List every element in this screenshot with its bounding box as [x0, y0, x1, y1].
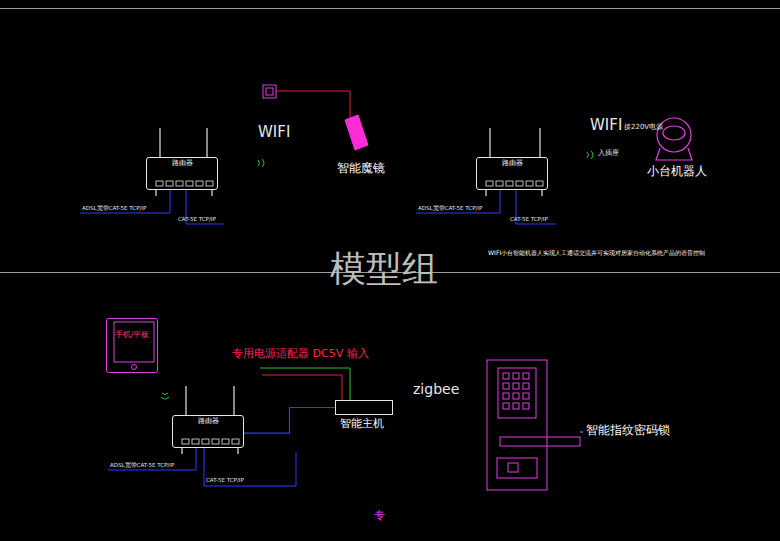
node-label: 小台机器人: [647, 165, 707, 179]
keypad-key: [503, 373, 509, 379]
free-label: zigbee: [413, 381, 459, 397]
keypad-key: [503, 393, 509, 399]
keypad-key: [503, 403, 509, 409]
keypad-key: [523, 373, 529, 379]
node-label: 智能魔镜: [337, 162, 385, 176]
free-label: WIFI小台智能机器人实现人工通话交流并可实现对居家自动化系统产品的语音控制: [488, 249, 705, 256]
free-label: 接220V电源: [624, 123, 663, 131]
keypad-key: [513, 393, 519, 399]
tablet-box: 手机/平板: [106, 318, 158, 373]
power-wire: [262, 375, 342, 400]
free-label: 入插座: [598, 150, 619, 157]
free-label: ADSL宽带CAT-5E TCP/IP: [82, 205, 146, 211]
keypad-key: [513, 383, 519, 389]
cable-line: [80, 190, 224, 224]
free-label: CAT-5E TCP/IP: [206, 477, 244, 483]
power-wire: [260, 368, 350, 400]
socket-symbol: [263, 85, 276, 98]
router-box: 路由器: [172, 415, 244, 448]
wifi-mark: [161, 151, 593, 399]
power-wire: [276, 91, 350, 118]
lock-node: 智能指纹密码锁: [586, 424, 670, 438]
node-label: 路由器: [173, 416, 243, 425]
keypad-key: [523, 383, 529, 389]
tablet-drawing: [114, 322, 154, 370]
free-label: WIFI: [590, 117, 622, 134]
frame-lines: [0, 9, 780, 273]
keypad-key: [523, 403, 529, 409]
node-label: 智能主机: [340, 418, 384, 431]
free-label: 专: [374, 510, 385, 523]
free-label: ADSL宽带CAT-5E TCP/IP: [110, 462, 174, 468]
keypad-key: [503, 383, 509, 389]
free-label: CAT-5E TCP/IP: [510, 216, 548, 222]
mirror-node: 智能魔镜: [337, 162, 385, 176]
keypad-key: [523, 393, 529, 399]
node-label: 智能指纹密码锁: [586, 424, 670, 438]
leader-line: [580, 432, 583, 433]
node-label: 手机/平板: [107, 319, 157, 340]
free-label: 模型组: [330, 248, 438, 289]
free-label: 专用电源适配器 DC5V 输入: [232, 348, 369, 361]
host-box: 智能主机: [335, 400, 393, 415]
keypad-key: [513, 403, 519, 409]
free-label: WIFI: [258, 124, 290, 141]
router-box: 路由器: [476, 157, 548, 190]
network-cable: [244, 408, 335, 434]
free-label: ADSL宽带CAT-5E TCP/IP: [418, 205, 482, 211]
cable-line: [108, 448, 296, 486]
magic-mirror-shape: [345, 115, 368, 150]
keypad-key: [513, 373, 519, 379]
node-label: 路由器: [477, 158, 547, 167]
cable-line: [416, 190, 556, 224]
lock-drawing: [487, 360, 580, 490]
robot-node: 小台机器人: [647, 165, 707, 179]
router-box: 路由器: [146, 157, 218, 190]
free-label: CAT-5E TCP/IP: [178, 216, 216, 222]
node-label: 路由器: [147, 158, 217, 167]
